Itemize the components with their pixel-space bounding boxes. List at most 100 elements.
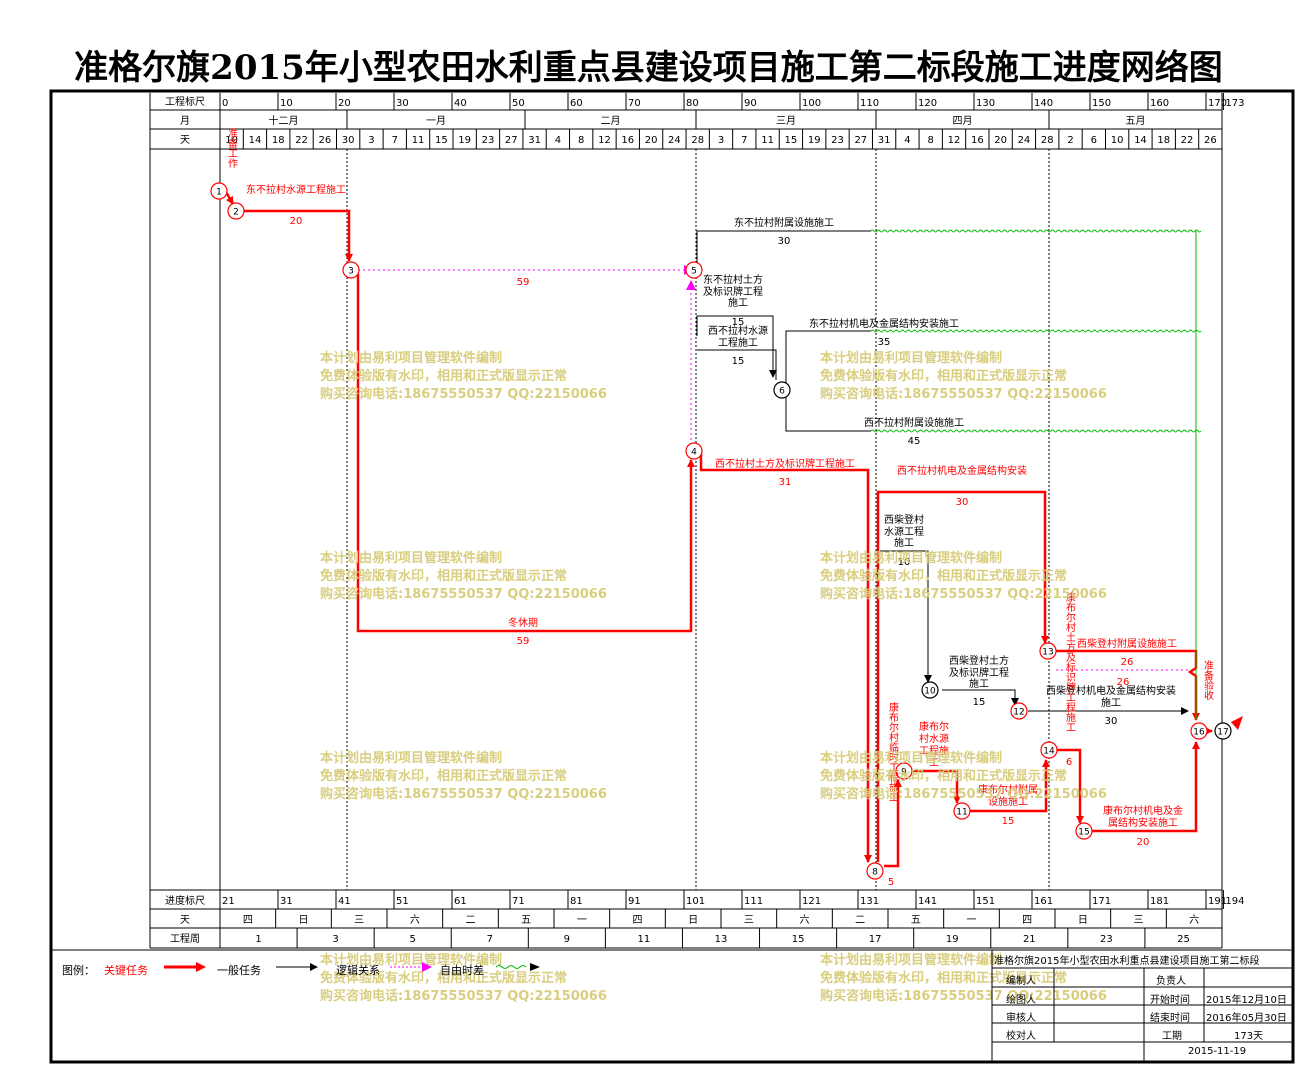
node-number: 3 — [348, 267, 354, 277]
footer-week-label: 工程周 — [170, 933, 200, 945]
progress-tick: 71 — [512, 896, 525, 907]
task-label-t2: 东不拉村附属设施施工 — [734, 216, 834, 229]
watermark: 本计划由易利项目管理软件编制免费体验版有水印，相用和正式版显示正常购买咨询电话:… — [320, 953, 607, 1004]
weekday-label: 三 — [354, 915, 364, 926]
task-label-t11a: 西柴登村机电及金属结构安装 — [1046, 684, 1176, 697]
task-label-t17_d: 20 — [1137, 837, 1150, 848]
node-2: 2 — [227, 202, 245, 220]
task-t10-line — [942, 689, 1019, 706]
month-label: 三月 — [776, 115, 796, 127]
day-label: 11 — [412, 135, 425, 146]
day-label: 10 — [225, 135, 238, 146]
task-label-t3c: 施工 — [728, 296, 748, 309]
task-label-t5_d: 35 — [878, 337, 891, 348]
day-label: 27 — [854, 135, 867, 146]
chart-title: 准格尔旗2015年小型农田水利重点县建设项目施工第二标段施工进度网络图 — [74, 48, 1223, 88]
node-number: 10 — [924, 687, 936, 697]
node-number: 14 — [1043, 747, 1055, 757]
node-4: 4 — [685, 442, 703, 460]
scale-tick: 110 — [860, 98, 879, 109]
node-number: 8 — [872, 868, 878, 878]
watermark: 本计划由易利项目管理软件编制免费体验版有水印，相用和正式版显示正常购买咨询电话:… — [820, 751, 1107, 802]
outer-frame — [49, 89, 1295, 1064]
progress-tick: 121 — [802, 896, 821, 907]
task-label-t4a: 西不拉村水源 — [708, 324, 768, 337]
month-label: 一月 — [426, 115, 446, 127]
legend-normal-swatch — [274, 960, 320, 977]
day-label: 26 — [1204, 135, 1217, 146]
progress-tick: 61 — [454, 896, 467, 907]
scale-tick: 150 — [1092, 98, 1111, 109]
scale-tick: 70 — [628, 98, 641, 109]
task-label-t1: 东不拉村水源工程施工 — [246, 183, 346, 196]
legend-logic-label: 逻辑关系 — [336, 964, 380, 977]
project-info-table: 准格尔旗2015年小型农田水利重点县建设项目施工第二标段 编制人 负责人 绘图人… — [984, 950, 1292, 1062]
task-t6-line — [785, 390, 871, 432]
task-t4-line — [697, 349, 777, 380]
info-drawer-label: 绘图人 — [1006, 995, 1036, 1006]
node-14: 14 — [1040, 741, 1058, 759]
task-label-t10a: 西柴登村土方 — [949, 654, 1009, 667]
task-label-t15a: 康布尔村附属 — [978, 783, 1038, 796]
header-month-label: 月 — [180, 115, 190, 127]
month-label: 十二月 — [269, 114, 299, 127]
day-label: 24 — [1018, 135, 1031, 146]
day-label: 20 — [645, 135, 658, 146]
task-label-t14d: 工 — [929, 758, 939, 769]
node-number: 13 — [1042, 648, 1053, 658]
month-label: 五月 — [1126, 115, 1146, 127]
task-label-t7: 西不拉村土方及标识牌工程施工 — [715, 457, 855, 470]
node-11: 11 — [953, 802, 971, 820]
progress-tick: 21 — [222, 896, 235, 907]
scale-tick: 100 — [802, 98, 821, 109]
progress-tick: 101 — [686, 896, 705, 907]
weekday-label: 四 — [633, 915, 643, 926]
info-editor-label: 编制人 — [1006, 976, 1036, 987]
task-label-t12_dummy: 26 — [1117, 677, 1130, 688]
legend-float-label: 自由时差 — [440, 964, 484, 977]
node-number: 16 — [1193, 728, 1205, 738]
weekday-label: 一 — [967, 915, 977, 926]
task-t14-arrow — [912, 769, 961, 804]
node-number: 4 — [691, 448, 697, 458]
weekday-label: 三 — [1134, 915, 1144, 926]
node-number: 17 — [1217, 728, 1228, 738]
task-label-t4_d: 15 — [732, 356, 745, 367]
node-number: 6 — [779, 387, 785, 397]
node-15: 15 — [1075, 822, 1093, 840]
scale-tick: 173 — [1225, 98, 1244, 109]
node-6: 6 — [773, 381, 791, 399]
day-label: 8 — [928, 135, 934, 146]
dummy-4-5-head — [686, 280, 696, 290]
footer-progress-label: 进度标尺 — [165, 894, 205, 907]
task-label-t7_d: 31 — [779, 477, 792, 488]
info-owner-label: 负责人 — [1156, 976, 1186, 987]
node-number: 15 — [1078, 828, 1089, 838]
task-t5-line — [785, 330, 871, 390]
normal-tasks — [696, 230, 1189, 715]
weekday-label: 日 — [1078, 915, 1088, 926]
task-label-t13: 康布尔村临时工程施工 — [887, 701, 899, 802]
weekday-label: 日 — [688, 915, 698, 926]
task-label-t17a: 康布尔村机电及金 — [1103, 804, 1183, 817]
task-label-t13_d: 5 — [888, 877, 894, 888]
progress-tick: 181 — [1150, 896, 1169, 907]
month-label: 二月 — [601, 115, 621, 127]
day-label: 7 — [741, 135, 747, 146]
scale-tick: 40 — [454, 98, 467, 109]
vertical-text: 康布尔村临时工程施工 — [887, 701, 899, 802]
weekday-label: 二 — [855, 915, 865, 926]
task-label-t15b: 设施施工 — [988, 795, 1028, 808]
day-label: 15 — [435, 135, 448, 146]
task-label-t9c: 施工 — [894, 536, 914, 549]
node-number: 11 — [956, 808, 967, 818]
progress-tick: 194 — [1225, 896, 1244, 907]
week-label: 5 — [410, 934, 416, 945]
week-label: 3 — [332, 934, 338, 945]
task-label-t11_d: 30 — [1105, 716, 1118, 727]
task-label-t14c: 工程施 — [919, 744, 949, 757]
info-start-label: 开始时间 — [1150, 995, 1190, 1006]
watermark: 本计划由易利项目管理软件编制免费体验版有水印，相用和正式版显示正常购买咨询电话:… — [820, 351, 1107, 402]
